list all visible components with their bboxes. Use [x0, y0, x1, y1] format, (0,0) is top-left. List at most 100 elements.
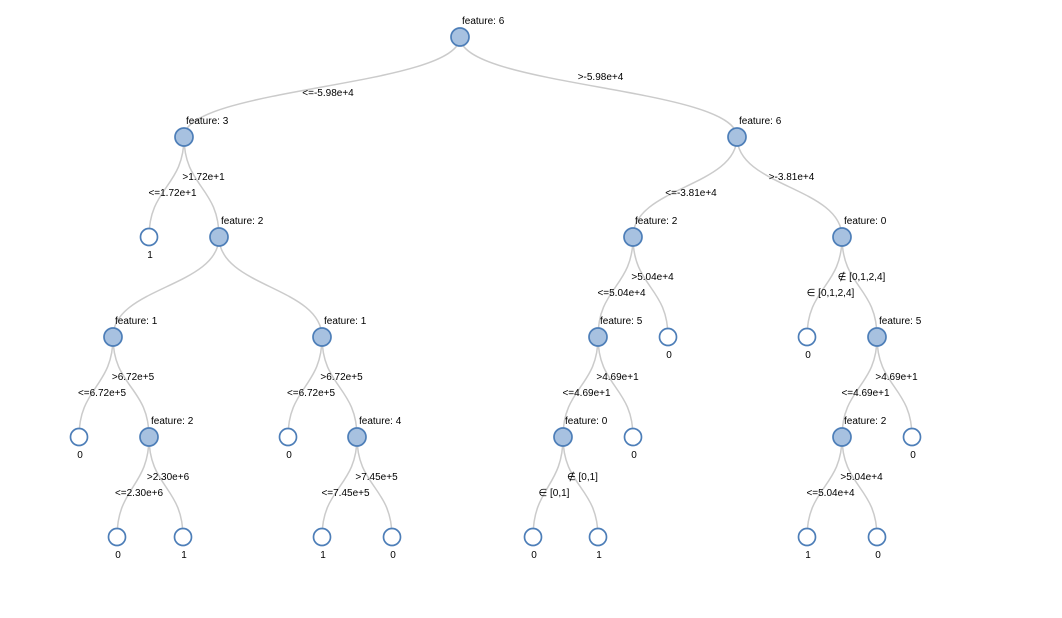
internal-node-label: feature: 3 [186, 116, 229, 127]
leaf-label: 1 [147, 250, 153, 261]
edge-label: >-3.81e+4 [769, 172, 815, 183]
tree-edge [78, 336, 114, 438]
edge-label: <=7.45e+5 [321, 488, 370, 499]
tree-edge [112, 236, 220, 338]
edge-label: ∉ [0,1] [567, 471, 598, 483]
internal-node-label: feature: 2 [221, 216, 264, 227]
internal-node-label: feature: 5 [600, 316, 643, 327]
internal-node-label: feature: 2 [635, 216, 678, 227]
edge-label: <=6.72e+5 [287, 388, 336, 399]
leaf-label: 1 [320, 550, 326, 561]
tree-edge [841, 336, 878, 438]
internal-node-label: feature: 1 [324, 316, 367, 327]
leaf-node-circle [797, 327, 817, 347]
leaf-label: 1 [596, 550, 602, 561]
leaf-node-circle [623, 427, 643, 447]
leaf-label: 1 [805, 550, 811, 561]
tree-edge [321, 436, 358, 538]
internal-node-circle [727, 127, 747, 147]
internal-node-circle [588, 327, 608, 347]
edge-label: <=6.72e+5 [78, 388, 127, 399]
leaf-node-circle [867, 527, 887, 547]
leaf-label: 0 [390, 550, 396, 561]
internal-node-circle [312, 327, 332, 347]
leaf-label: 0 [531, 550, 537, 561]
edge-label: <=-3.81e+4 [665, 188, 717, 199]
edge-label: >5.04e+4 [840, 472, 883, 483]
internal-node-label: feature: 5 [879, 316, 922, 327]
tree-edge [112, 336, 150, 438]
tree-edge [532, 436, 564, 538]
tree-edge [356, 436, 393, 538]
edge-label: <=4.69e+1 [841, 388, 890, 399]
leaf-label: 0 [666, 350, 672, 361]
edge-label: >1.72e+1 [182, 172, 225, 183]
leaf-node-circle [902, 427, 922, 447]
leaf-label: 0 [875, 550, 881, 561]
internal-node-circle [174, 127, 194, 147]
leaf-node-circle [658, 327, 678, 347]
leaf-node-circle [107, 527, 127, 547]
internal-node-label: feature: 4 [359, 416, 402, 427]
edge-label: ∈ [0,1] [539, 488, 570, 499]
internal-node-circle [139, 427, 159, 447]
tree-edge [841, 236, 878, 338]
internal-node-circle [832, 427, 852, 447]
internal-node-label: feature: 0 [565, 416, 608, 427]
edge-label: ∉ [0,1,2,4] [838, 271, 886, 283]
tree-edge [116, 436, 150, 538]
labels-layer: <=-5.98e+4 <=1.72e+1 1 >1.72e+1 <=6.72e+5 0 >6… [77, 16, 921, 561]
edge-label: ∈ [0,1,2,4] [807, 288, 855, 299]
tree-edge [321, 336, 358, 438]
leaf-node-circle [69, 427, 89, 447]
internal-node-label: feature: 0 [844, 216, 887, 227]
nodes-layer [69, 27, 922, 547]
edge-label: >6.72e+5 [320, 372, 363, 383]
leaf-node-circle [312, 527, 332, 547]
edges-layer [78, 36, 913, 538]
edge-label: <=1.72e+1 [148, 188, 197, 199]
internal-node-label: feature: 2 [844, 416, 887, 427]
edge-label: <=2.30e+6 [115, 488, 164, 499]
tree-edge [218, 236, 323, 338]
tree-edge [562, 336, 599, 438]
internal-node-circle [553, 427, 573, 447]
leaf-node-circle [382, 527, 402, 547]
tree-edge [183, 36, 461, 138]
tree-edge [876, 336, 913, 438]
internal-node-circle [832, 227, 852, 247]
internal-node-circle [867, 327, 887, 347]
tree-edge [148, 436, 184, 538]
leaf-node-circle [278, 427, 298, 447]
tree-edge [459, 36, 738, 138]
edge-label: <=5.04e+4 [597, 288, 646, 299]
tree-edge [841, 436, 878, 538]
tree-edge [148, 136, 185, 238]
leaf-node-circle [173, 527, 193, 547]
leaf-node-circle [139, 227, 159, 247]
edge-label: >4.69e+1 [875, 372, 918, 383]
edge-label: >-5.98e+4 [578, 72, 624, 83]
leaf-node-circle [523, 527, 543, 547]
internal-node-label: feature: 6 [462, 16, 505, 27]
tree-edge [736, 136, 843, 238]
edge-label: >5.04e+4 [631, 272, 674, 283]
internal-node-circle [103, 327, 123, 347]
internal-node-circle [623, 227, 643, 247]
internal-node-label: feature: 6 [739, 116, 782, 127]
leaf-label: 0 [115, 550, 121, 561]
leaf-node-circle [797, 527, 817, 547]
tree-edge [806, 236, 843, 338]
edge-label: >6.72e+5 [112, 372, 155, 383]
leaf-label: 0 [805, 350, 811, 361]
edge-label: <=-5.98e+4 [302, 88, 354, 99]
edge-label: >2.30e+6 [147, 472, 190, 483]
leaf-node-circle [588, 527, 608, 547]
tree-edge [287, 336, 323, 438]
tree-edge [632, 236, 669, 338]
leaf-label: 1 [181, 550, 187, 561]
tree-edge [597, 236, 634, 338]
edge-label: >7.45e+5 [355, 472, 398, 483]
leaf-label: 0 [910, 450, 916, 461]
